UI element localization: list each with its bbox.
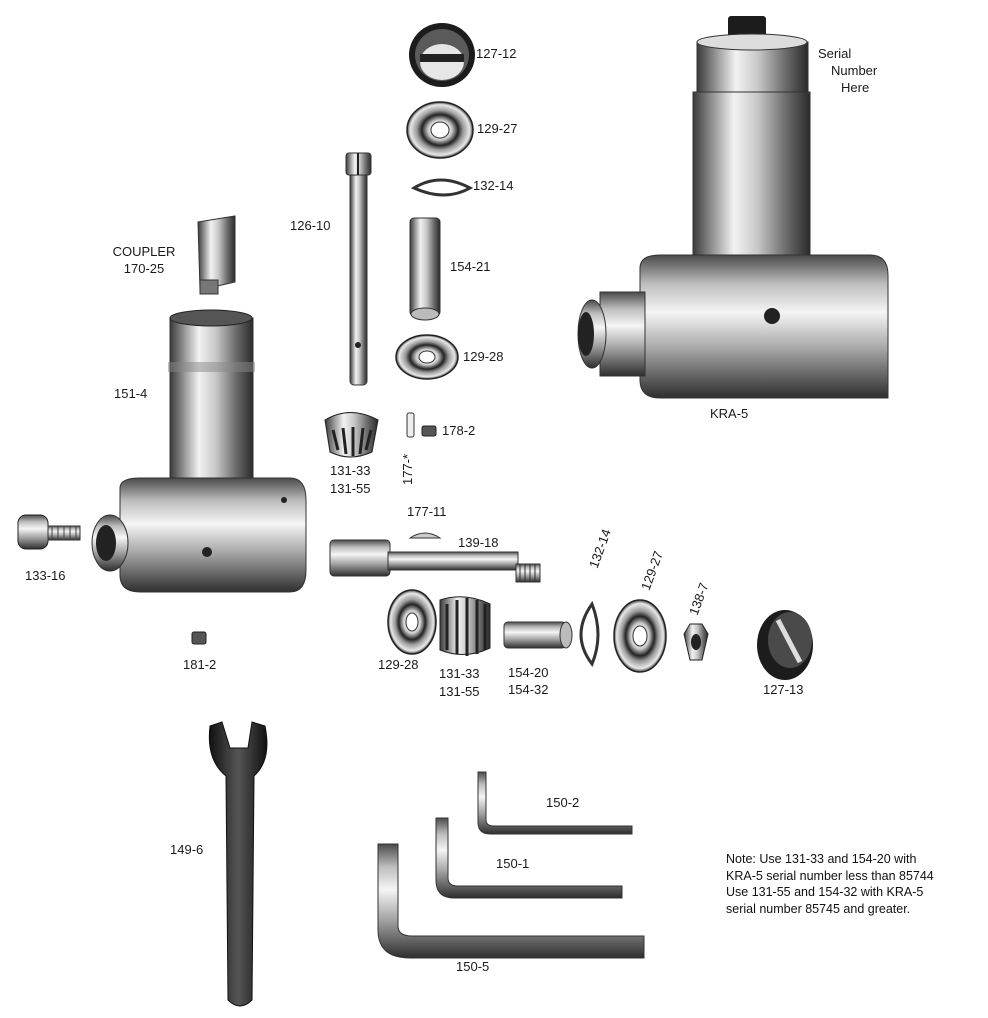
- part-150-1-hex-key: [435, 817, 623, 899]
- part-177-pin: [406, 412, 415, 438]
- part-177-11: [408, 532, 442, 539]
- label-126-10: 126-10: [290, 218, 331, 233]
- label-154-21: 154-21: [450, 259, 491, 274]
- label-181-2: 181-2: [183, 657, 217, 672]
- note-line-4: serial number 85745 and greater.: [726, 901, 911, 916]
- label-coupler: COUPLER: [112, 244, 176, 259]
- label-151-4: 151-4: [114, 386, 148, 401]
- note-line-1: Note: Use 131-33 and 154-20 with: [726, 852, 917, 866]
- part-127-12: [409, 23, 475, 87]
- part-181-2: [191, 631, 207, 645]
- part-150-2-hex-key: [477, 771, 633, 835]
- part-131-33-gear-upper: [324, 412, 379, 458]
- label-129-28-mid: 129-28: [463, 349, 504, 364]
- part-129-28-low: [387, 589, 437, 655]
- label-132-14-top: 132-14: [473, 178, 514, 193]
- label-129-28-low: 129-28: [378, 657, 419, 672]
- label-131-55-lower: 131-55: [439, 684, 480, 699]
- part-150-5-hex-key: [377, 843, 645, 959]
- part-127-13: [757, 610, 813, 680]
- part-178-2: [421, 425, 437, 437]
- part-129-27-low: [613, 599, 667, 673]
- label-133-16: 133-16: [25, 568, 66, 583]
- part-151-4-housing: [91, 309, 307, 593]
- label-kra-5: KRA-5: [710, 406, 749, 421]
- label-131-33-lower: 131-33: [439, 666, 480, 681]
- label-serial-line1: Serial: [818, 46, 852, 61]
- part-154-20-sleeve: [503, 621, 573, 649]
- label-149-6: 149-6: [170, 842, 204, 857]
- part-170-25-coupler: [197, 215, 236, 295]
- label-177-star: 177-*: [400, 453, 416, 486]
- label-129-27-top: 129-27: [477, 121, 518, 136]
- part-kra-5-assembly: [577, 16, 889, 399]
- label-154-20: 154-20: [508, 665, 549, 680]
- part-149-6-wrench: [208, 721, 268, 1007]
- label-170-25: 170-25: [123, 261, 165, 276]
- label-131-33-upper: 131-33: [330, 463, 371, 478]
- compatibility-note: Note: Use 131-33 and 154-20 with KRA-5 s…: [726, 851, 976, 917]
- part-129-27-top: [406, 101, 474, 159]
- label-154-32: 154-32: [508, 682, 549, 697]
- label-127-12: 127-12: [476, 46, 517, 61]
- part-133-16: [17, 514, 81, 550]
- part-138-7-nut: [683, 623, 709, 661]
- label-139-18: 139-18: [458, 535, 499, 550]
- label-serial-line2: Number: [831, 63, 878, 78]
- label-serial-line3: Here: [841, 80, 870, 95]
- part-132-14-low: [579, 600, 600, 667]
- part-132-14-top: [410, 178, 474, 197]
- note-line-2: KRA-5 serial number less than 85744: [726, 868, 934, 883]
- label-150-2: 150-2: [546, 795, 580, 810]
- label-131-55-upper: 131-55: [330, 481, 371, 496]
- label-178-2: 178-2: [442, 423, 476, 438]
- label-150-5: 150-5: [456, 959, 490, 974]
- label-177-11: 177-11: [407, 504, 447, 519]
- part-129-28-mid: [395, 334, 459, 380]
- part-126-10: [345, 152, 372, 386]
- part-139-18-shaft: [329, 539, 541, 583]
- note-line-3: Use 131-55 and 154-32 with KRA-5: [726, 885, 924, 899]
- label-127-13: 127-13: [763, 682, 804, 697]
- label-150-1: 150-1: [496, 856, 530, 871]
- part-131-33-gear-lower: [439, 596, 491, 656]
- part-154-21: [409, 217, 441, 321]
